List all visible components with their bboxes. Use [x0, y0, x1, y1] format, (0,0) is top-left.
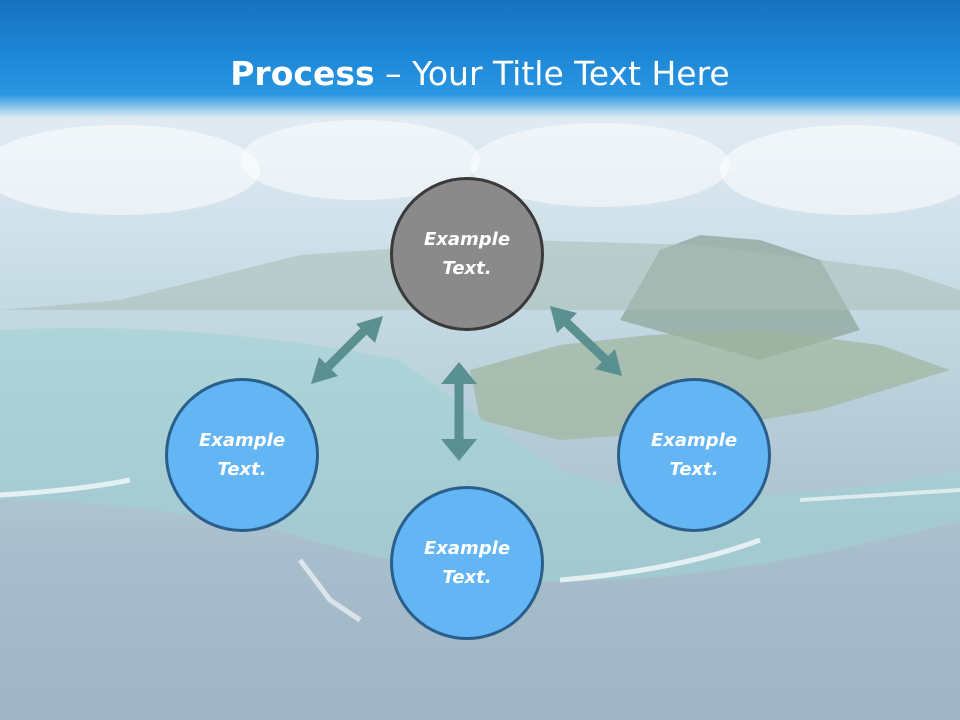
node-top: Example Text. — [390, 177, 544, 331]
slide-title: Process – Your Title Text Here — [0, 52, 960, 96]
arrow-top-left — [311, 316, 383, 384]
node-left-label: Example Text. — [198, 430, 286, 480]
title-bar — [0, 0, 960, 118]
node-bottom-label: Example Text. — [423, 538, 511, 588]
node-left: Example Text. — [165, 378, 319, 532]
title-bold: Process — [230, 54, 375, 93]
node-right: Example Text. — [617, 378, 771, 532]
node-bottom: Example Text. — [390, 486, 544, 640]
arrow-top-right — [550, 306, 622, 376]
node-right-label: Example Text. — [650, 430, 738, 480]
node-top-label: Example Text. — [423, 229, 511, 279]
title-separator: – — [374, 54, 413, 93]
title-rest: Your Title Text Here — [412, 54, 730, 93]
arrow-center-vertical — [441, 362, 477, 461]
